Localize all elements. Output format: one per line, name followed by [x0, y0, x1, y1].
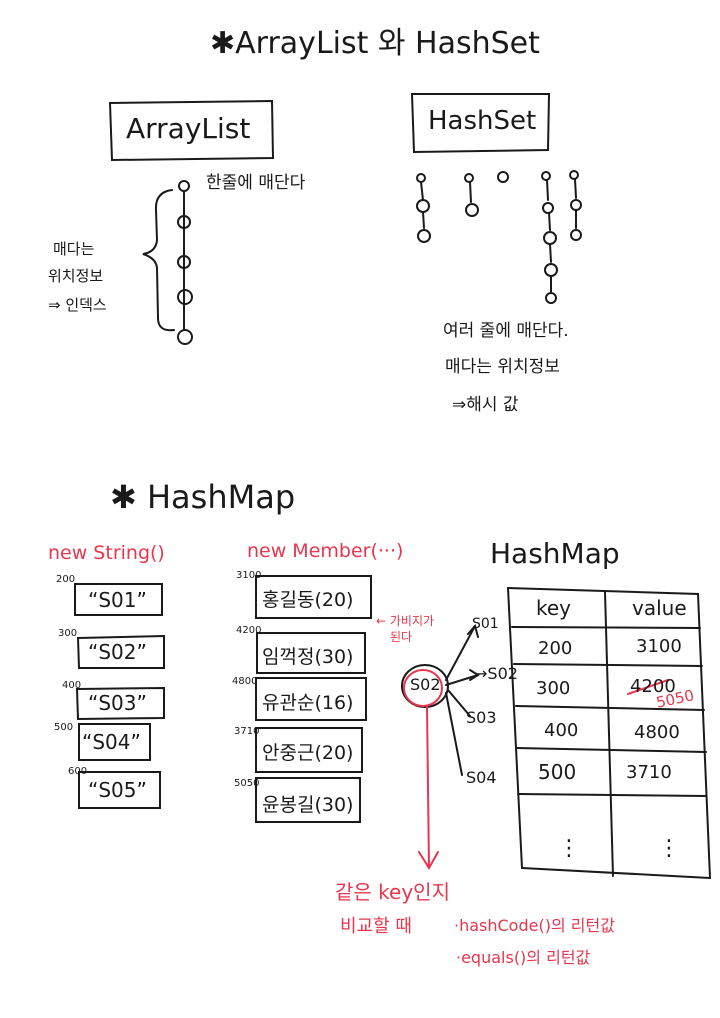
hashset-note-2: 매다는 위치정보	[445, 357, 560, 377]
garbage-note-1: ← 가비지가	[376, 614, 435, 628]
members-header: new Member(···)	[247, 540, 404, 562]
branch-label: →S02	[474, 664, 518, 683]
key-highlight-circle	[403, 669, 443, 707]
table-cell-value-struck: 4200	[630, 676, 676, 697]
member-boxes	[255, 575, 372, 823]
arraylist-brace	[142, 189, 175, 332]
key-branches	[445, 623, 480, 776]
member-value: 안중근(20)	[262, 742, 354, 764]
page-title: ✱ArrayList 와 HashSet	[210, 26, 540, 61]
table-cell-key: 300	[536, 678, 571, 699]
hashset-box	[410, 93, 551, 154]
member-addr: 3710	[234, 726, 260, 737]
member-value: 임꺽정(30)	[262, 646, 354, 668]
string-value: “S01”	[88, 588, 147, 612]
member-value: 윤봉길(30)	[262, 794, 354, 816]
string-value: “S02”	[88, 640, 147, 664]
arraylist-side-note-2: 위치정보	[48, 267, 104, 285]
arraylist-chain	[177, 180, 193, 345]
hashmap-table-title: HashMap	[490, 537, 620, 570]
arraylist-note: 한줄에 매단다	[206, 173, 306, 193]
string-addr: 200	[56, 574, 76, 585]
arraylist-side-note-3: ⇒ 인덱스	[48, 296, 107, 314]
table-ellipsis: ⋮	[658, 836, 680, 861]
hashmap-table-lines	[507, 587, 711, 879]
method-equals: ·equals()의 리턴값	[456, 948, 591, 967]
table-cell-key: 500	[538, 760, 577, 784]
strike-4200	[627, 679, 669, 695]
string-addr: 300	[58, 628, 78, 639]
compare-note-1: 같은 key인지	[335, 880, 450, 904]
table-ellipsis: ⋮	[558, 836, 580, 861]
member-addr: 4800	[232, 676, 258, 687]
table-header-key: key	[536, 596, 572, 620]
string-value: “S05”	[88, 778, 147, 802]
table-cell-key: 200	[538, 638, 573, 659]
hashset-chains	[416, 170, 582, 304]
table-header-value: value	[632, 596, 687, 620]
branch-label: S03	[466, 708, 497, 727]
table-cell-value: 4800	[634, 722, 680, 743]
member-addr: 5050	[234, 778, 260, 789]
table-cell-value: 3710	[626, 762, 672, 783]
hashmap-section-title: ✱ HashMap	[110, 478, 296, 516]
member-value: 유관순(16)	[262, 692, 354, 714]
member-addr: 4200	[236, 625, 262, 636]
key-circle-label: S02	[410, 675, 441, 694]
hashset-note-3: ⇒해시 값	[452, 395, 519, 415]
compare-note-2: 비교할 때	[340, 916, 412, 937]
branch-label: S01	[472, 616, 499, 632]
strings-header: new String()	[48, 542, 165, 564]
hashset-note-1: 여러 줄에 매단다.	[443, 321, 569, 341]
table-cell-value: 3100	[636, 636, 682, 657]
branch-label: S04	[466, 768, 497, 787]
garbage-note-2: 된다	[390, 630, 413, 644]
string-value: “S04”	[82, 730, 141, 754]
compare-arrow	[426, 705, 430, 869]
method-hashcode: ·hashCode()의 리턴값	[454, 916, 615, 935]
member-addr: 3100	[236, 570, 262, 581]
string-addr: 600	[68, 766, 88, 777]
string-addr: 500	[54, 722, 74, 733]
hashset-box-label: HashSet	[428, 106, 537, 136]
key-circle	[401, 664, 449, 708]
arraylist-side-note-1: 매다는	[53, 240, 95, 258]
string-addr: 400	[62, 680, 82, 691]
string-boxes	[74, 583, 165, 809]
string-value: “S03”	[88, 691, 147, 715]
table-cell-key: 400	[544, 720, 579, 741]
arraylist-box	[108, 99, 275, 162]
member-value: 홍길동(20)	[262, 589, 354, 611]
arraylist-box-label: ArrayList	[126, 112, 251, 145]
